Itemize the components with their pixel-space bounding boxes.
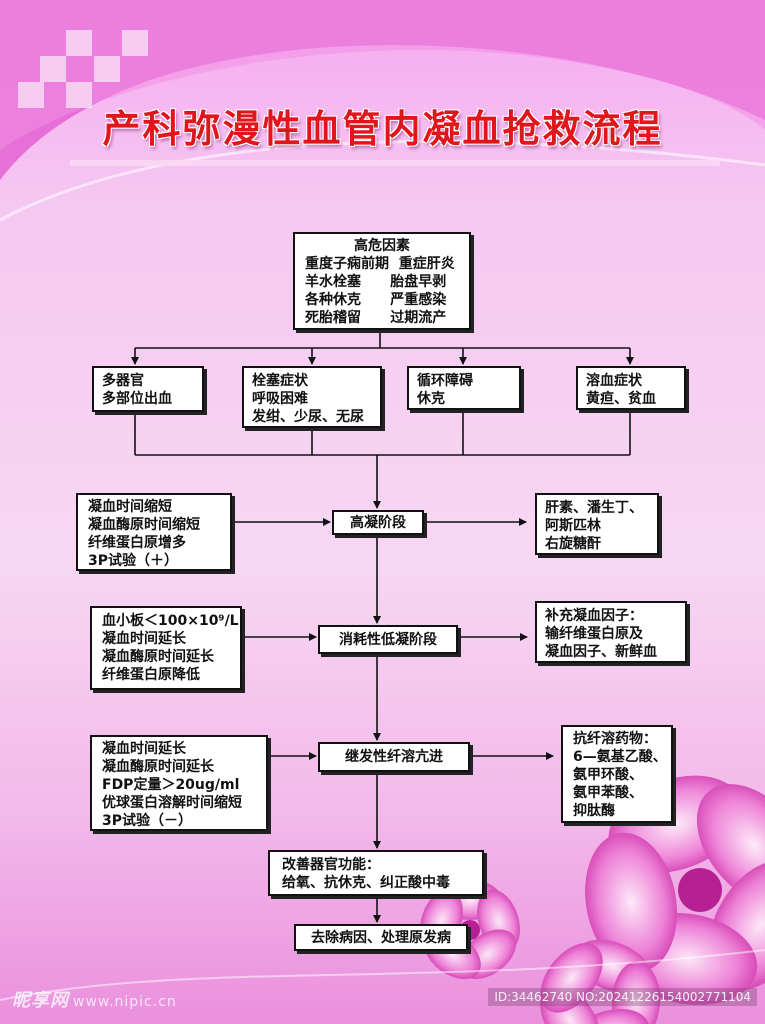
treatment-line: 凝血因子、新鲜血 bbox=[545, 644, 657, 660]
treatment-line: 抑肽酶 bbox=[573, 803, 615, 819]
page-title: 产科弥漫性血管内凝血抢救流程 bbox=[102, 106, 663, 151]
finding-line: 3P试验（－） bbox=[102, 813, 193, 829]
watermark-url: www.nipic.cn bbox=[73, 994, 177, 1010]
organ-line: 给氧、抗休克、纠正酸中毒 bbox=[282, 875, 450, 891]
stage3-treatment-box: 抗纤溶药物： 6—氨基乙酸、 氨甲环酸、 氨甲苯酸、 抑肽酶 bbox=[561, 725, 673, 823]
risk-line: 羊水栓塞 胎盘早剥 bbox=[305, 274, 447, 290]
symptom-line: 溶血症状 bbox=[586, 373, 642, 389]
stage-label: 高凝阶段 bbox=[350, 514, 406, 531]
organ-support-box: 改善器官功能： 给氧、抗休克、纠正酸中毒 bbox=[268, 850, 484, 896]
finding-line: 凝血酶原时间缩短 bbox=[88, 517, 200, 533]
finding-line: 凝血酶原时间延长 bbox=[102, 759, 214, 775]
treatment-line: 氨甲环酸、 bbox=[573, 767, 643, 783]
risk-heading: 高危因素 bbox=[354, 238, 410, 254]
risk-factors-box: 高危因素 重度子痫前期 重症肝炎 羊水栓塞 胎盘早剥 各种休克 严重感染 死胎稽… bbox=[293, 232, 471, 330]
stage2-findings-box: 血小板＜100×10⁹/L 凝血时间延长 凝血酶原时间延长 纤维蛋白原降低 bbox=[90, 606, 242, 690]
cause-label: 去除病因、处理原发病 bbox=[311, 929, 451, 946]
stage1-treatment-box: 肝素、潘生丁、 阿斯匹林 右旋糖酐 bbox=[535, 493, 659, 555]
symptom-line: 呼吸困难 bbox=[252, 391, 308, 407]
treatment-line: 氨甲苯酸、 bbox=[573, 785, 643, 801]
risk-line: 各种休克 严重感染 bbox=[305, 292, 447, 308]
organ-line: 改善器官功能： bbox=[282, 857, 380, 873]
stage1-findings-box: 凝血时间缩短 凝血酶原时间缩短 纤维蛋白原增多 3P试验（＋） bbox=[76, 493, 232, 571]
treatment-line: 6—氨基乙酸、 bbox=[573, 749, 667, 765]
treatment-line: 右旋糖酐 bbox=[545, 536, 601, 552]
finding-line: 3P试验（＋） bbox=[88, 553, 179, 569]
symptom-line: 发绀、少尿、无尿 bbox=[252, 409, 364, 425]
stage2-treatment-box: 补充凝血因子： 输纤维蛋白原及 凝血因子、新鲜血 bbox=[535, 601, 687, 663]
treatment-line: 补充凝血因子： bbox=[545, 608, 643, 624]
symptom-line: 多部位出血 bbox=[102, 391, 172, 407]
finding-line: 血小板＜100×10⁹/L bbox=[102, 613, 239, 629]
stage-label: 继发性纤溶亢进 bbox=[345, 749, 443, 765]
watermark-id: ID:34462740 NO:20241226154002771104 bbox=[488, 988, 757, 1006]
finding-line: 凝血时间延长 bbox=[102, 631, 186, 647]
finding-line: 凝血时间缩短 bbox=[88, 499, 172, 515]
symptom-box-hemolysis: 溶血症状 黄疸、贫血 bbox=[576, 366, 686, 410]
stage1-hypercoagulable-box: 高凝阶段 bbox=[332, 510, 424, 535]
stage-label: 消耗性低凝阶段 bbox=[339, 631, 437, 648]
risk-line: 死胎稽留 过期流产 bbox=[305, 310, 447, 326]
remove-cause-box: 去除病因、处理原发病 bbox=[294, 924, 468, 951]
finding-line: 凝血时间延长 bbox=[102, 741, 186, 757]
stage3-findings-box: 凝血时间延长 凝血酶原时间延长 FDP定量＞20ug/ml 优球蛋白溶解时间缩短… bbox=[90, 735, 268, 831]
finding-line: 纤维蛋白原降低 bbox=[102, 667, 200, 683]
checker-squares bbox=[18, 30, 148, 108]
stage2-consumptive-box: 消耗性低凝阶段 bbox=[318, 625, 458, 654]
symptom-line: 多器官 bbox=[102, 373, 144, 389]
finding-line: 凝血酶原时间延长 bbox=[102, 649, 214, 665]
treatment-line: 输纤维蛋白原及 bbox=[545, 626, 643, 642]
stage3-fibrinolysis-box: 继发性纤溶亢进 bbox=[318, 742, 470, 772]
finding-line: FDP定量＞20ug/ml bbox=[102, 777, 240, 793]
finding-line: 优球蛋白溶解时间缩短 bbox=[102, 795, 242, 811]
symptom-box-embolism: 栓塞症状 呼吸困难 发绀、少尿、无尿 bbox=[242, 366, 382, 428]
symptom-line: 循环障碍 bbox=[417, 373, 473, 389]
treatment-line: 阿斯匹林 bbox=[545, 518, 601, 534]
symptom-line: 休克 bbox=[417, 391, 445, 407]
symptom-box-circulation: 循环障碍 休克 bbox=[407, 366, 521, 410]
watermark-logo-text: 昵享网 bbox=[12, 990, 69, 1011]
symptom-line: 黄疸、贫血 bbox=[586, 391, 656, 407]
symptom-box-bleeding: 多器官 多部位出血 bbox=[92, 366, 204, 412]
symptom-line: 栓塞症状 bbox=[252, 373, 308, 389]
treatment-line: 肝素、潘生丁、 bbox=[545, 500, 643, 516]
risk-line: 重度子痫前期 重症肝炎 bbox=[305, 256, 455, 272]
finding-line: 纤维蛋白原增多 bbox=[88, 535, 186, 551]
treatment-line: 抗纤溶药物： bbox=[573, 731, 657, 747]
